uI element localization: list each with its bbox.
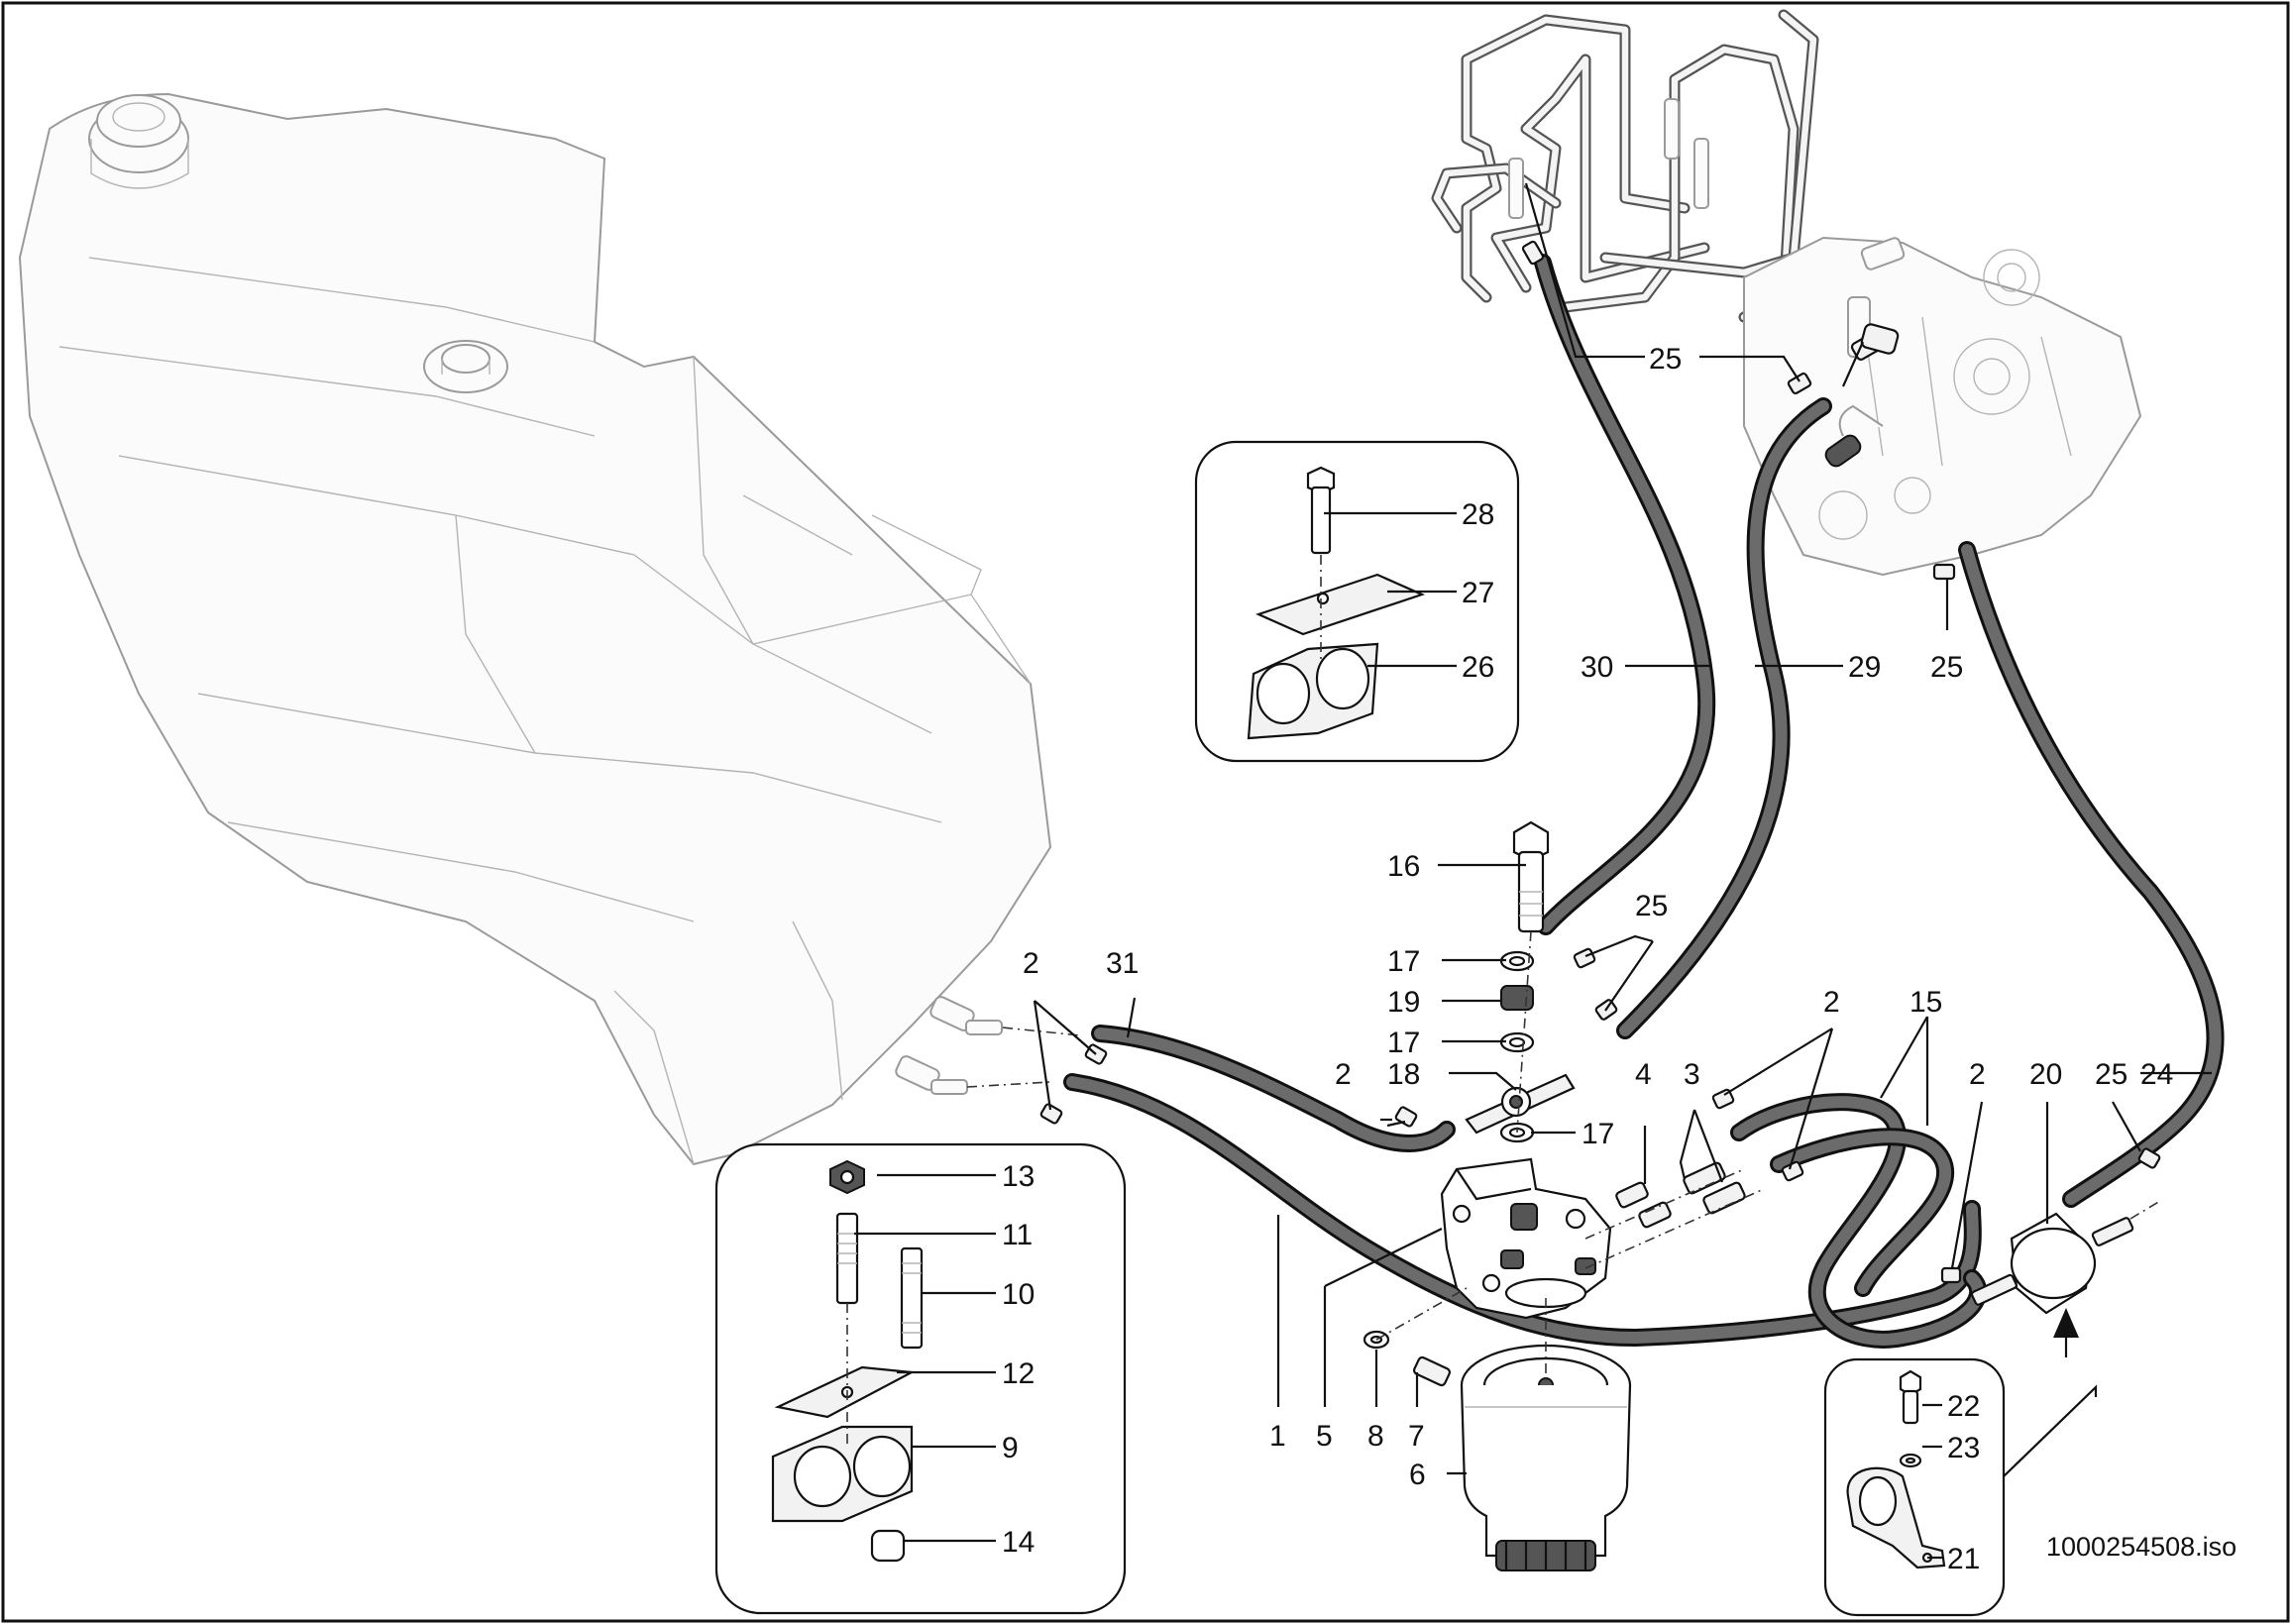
callout-13: 13 — [1002, 1160, 1035, 1193]
callout-11: 11 — [1002, 1219, 1033, 1251]
callout-2-left: 2 — [1335, 1058, 1352, 1091]
callout-25-top: 25 — [1649, 343, 1682, 376]
callout-17-a: 17 — [1387, 945, 1420, 978]
callout-15: 15 — [1909, 986, 1942, 1019]
callout-14: 14 — [1002, 1526, 1035, 1559]
callout-16: 16 — [1387, 850, 1420, 883]
callout-19: 19 — [1387, 986, 1420, 1019]
filter-fittings — [1584, 1161, 1765, 1269]
callout-8: 8 — [1367, 1420, 1384, 1453]
fuel-tank — [18, 92, 1052, 1166]
callout-20: 20 — [2029, 1058, 2062, 1091]
inset-pointer-arrow — [2053, 1308, 2079, 1357]
callout-27: 27 — [1462, 577, 1494, 609]
callout-29: 29 — [1848, 651, 1881, 684]
document-id: 1000254508.iso — [2046, 1532, 2236, 1562]
inset-p-clip — [1823, 1357, 2006, 1617]
callout-5: 5 — [1316, 1420, 1333, 1453]
callout-23: 23 — [1947, 1432, 1980, 1464]
inset-clamp-top — [1194, 440, 1520, 763]
callout-25-24: 25 — [2095, 1058, 2127, 1091]
callout-28: 28 — [1462, 498, 1494, 531]
callout-1: 1 — [1269, 1420, 1286, 1453]
hose-clamps-25 — [1521, 240, 2161, 1169]
fuel-filter-cartridge — [1460, 1298, 1632, 1571]
tank-fittings — [895, 996, 1081, 1095]
callout-17-b: 17 — [1387, 1027, 1420, 1059]
callout-24: 24 — [2140, 1058, 2173, 1091]
drain-bolt-parts — [1363, 1287, 1468, 1387]
injection-pipes — [1431, 9, 1819, 323]
callout-12: 12 — [1002, 1357, 1035, 1390]
callout-2-31: 2 — [1023, 947, 1039, 980]
callout-10: 10 — [1002, 1278, 1035, 1311]
callout-25-mid: 25 — [1635, 890, 1668, 922]
leader-lines — [854, 182, 2212, 1560]
callout-31: 31 — [1106, 947, 1139, 980]
callout-7: 7 — [1408, 1420, 1425, 1453]
callout-2-far: 2 — [1969, 1058, 1986, 1091]
injection-pump — [1743, 236, 2142, 577]
filter-head — [1440, 1157, 1612, 1320]
callout-labels: 25 28 27 26 30 29 25 16 25 17 19 17 18 1… — [1002, 343, 2236, 1575]
callout-4: 4 — [1635, 1058, 1652, 1091]
inline-filter — [1970, 1200, 2161, 1315]
callout-26: 26 — [1462, 651, 1494, 684]
banjo-assembly — [1465, 820, 1576, 1143]
callout-22: 22 — [1947, 1390, 1980, 1423]
callout-18: 18 — [1387, 1058, 1420, 1091]
callout-30: 30 — [1581, 651, 1613, 684]
pump-fittings — [1824, 323, 1900, 468]
inset-clamp-bottom — [714, 1142, 1127, 1615]
callout-3: 3 — [1684, 1058, 1700, 1091]
callout-2-right: 2 — [1823, 986, 1840, 1019]
callout-9: 9 — [1002, 1432, 1019, 1464]
callout-17-c: 17 — [1582, 1118, 1614, 1150]
callout-25-pump: 25 — [1930, 651, 1963, 684]
callout-6: 6 — [1409, 1459, 1426, 1491]
callout-21: 21 — [1947, 1543, 1980, 1575]
